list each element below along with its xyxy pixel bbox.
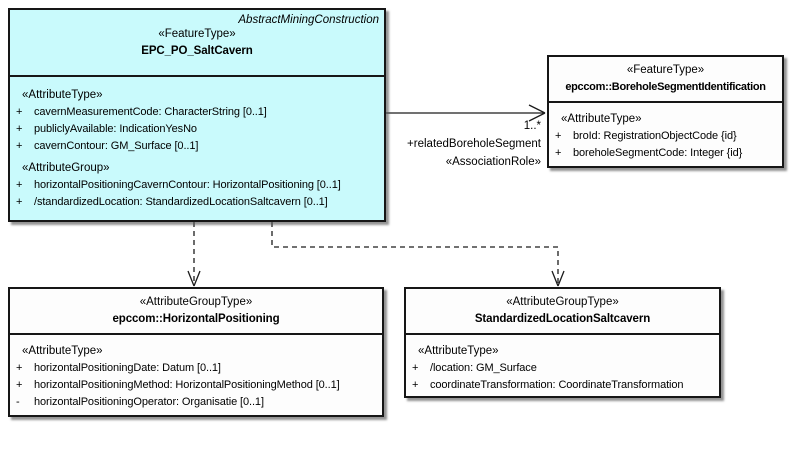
class-header: «AttributeGroupType» StandardizedLocatio… — [406, 289, 719, 335]
attribute-compartment: «AttributeType» + broId: RegistrationObj… — [549, 103, 782, 162]
attribute-type-heading: «AttributeType» — [418, 345, 499, 357]
attribute-text: /standardizedLocation: StandardizedLocat… — [34, 196, 328, 208]
stereotype-label: «AttributeGroupType» — [139, 296, 253, 308]
visibility-marker: + — [16, 379, 23, 391]
attribute-compartment: «AttributeType» + /location: GM_Surface … — [406, 335, 719, 394]
class-name: EPC_PO_SaltCavern — [141, 45, 253, 57]
attribute-text: horizontalPositioningMethod: HorizontalP… — [34, 379, 340, 391]
attribute-type-heading: «AttributeType» — [22, 89, 103, 101]
class-box-epc-po-saltcavern[interactable]: AbstractMiningConstruction «FeatureType»… — [8, 8, 386, 222]
attribute-text: boreholeSegmentCode: Integer {id} — [573, 147, 743, 159]
attribute-row: + broId: RegistrationObjectCode {id} — [549, 128, 782, 145]
visibility-marker: + — [555, 130, 562, 142]
visibility-marker: + — [412, 379, 419, 391]
attribute-text: cavernMeasurementCode: CharacterString [… — [34, 106, 267, 118]
visibility-marker: + — [16, 179, 23, 191]
visibility-marker: + — [16, 140, 23, 152]
attribute-row: + cavernMeasurementCode: CharacterString… — [10, 104, 384, 121]
attribute-type-heading: «AttributeType» — [561, 113, 642, 125]
stereotype-label: «FeatureType» — [158, 28, 236, 40]
class-name: StandardizedLocationSaltcavern — [474, 313, 651, 325]
stereotype-label: «FeatureType» — [626, 64, 705, 76]
attribute-row: - horizontalPositioningOperator: Organis… — [10, 394, 382, 411]
multiplicity-label: 1..* — [523, 120, 541, 132]
class-name: epccom::BoreholeSegmentIdentification — [565, 81, 766, 93]
attribute-text: horizontalPositioningOperator: Organisat… — [34, 396, 264, 408]
association-stereotype-label: «AssociationRole» — [445, 156, 541, 168]
visibility-marker: + — [555, 147, 562, 159]
dependency-standardized-location[interactable] — [271, 222, 565, 287]
attribute-compartment: «AttributeType» + cavernMeasurementCode:… — [10, 77, 384, 211]
open-arrowhead-icon — [551, 270, 565, 287]
visibility-marker: + — [16, 196, 23, 208]
attribute-text: /location: GM_Surface — [430, 362, 537, 374]
attribute-group-heading: «AttributeGroup» — [22, 162, 110, 174]
visibility-marker: + — [16, 123, 23, 135]
attribute-row: + boreholeSegmentCode: Integer {id} — [549, 145, 782, 162]
visibility-marker: - — [16, 396, 20, 408]
attribute-row: + cavernContour: GM_Surface [0..1] — [10, 138, 384, 155]
class-box-standardized-location-saltcavern[interactable]: «AttributeGroupType» StandardizedLocatio… — [404, 287, 721, 398]
visibility-marker: + — [412, 362, 419, 374]
class-header: «AttributeGroupType» epccom::HorizontalP… — [10, 289, 382, 335]
attribute-row: + /location: GM_Surface — [406, 360, 719, 377]
attribute-row: + /standardizedLocation: StandardizedLoc… — [10, 194, 384, 211]
attribute-row: + horizontalPositioningMethod: Horizonta… — [10, 377, 382, 394]
attribute-text: horizontalPositioningDate: Datum [0..1] — [34, 362, 221, 374]
open-arrowhead-icon — [187, 270, 201, 287]
role-label: +relatedBoreholeSegment — [407, 138, 541, 150]
class-box-horizontal-positioning[interactable]: «AttributeGroupType» epccom::HorizontalP… — [8, 287, 384, 417]
dependency-horizontal-positioning[interactable] — [187, 222, 201, 287]
association-labels: 1..* +relatedBoreholeSegment «Associatio… — [340, 117, 541, 171]
attribute-row: + publiclyAvailable: IndicationYesNo — [10, 121, 384, 138]
class-header: AbstractMiningConstruction «FeatureType»… — [10, 10, 384, 77]
attribute-type-heading: «AttributeType» — [22, 345, 103, 357]
attribute-row: + coordinateTransformation: CoordinateTr… — [406, 377, 719, 394]
attribute-text: coordinateTransformation: CoordinateTran… — [430, 379, 684, 391]
attribute-text: horizontalPositioningCavernContour: Hori… — [34, 179, 341, 191]
attribute-compartment: «AttributeType» + horizontalPositioningD… — [10, 335, 382, 411]
attribute-text: cavernContour: GM_Surface [0..1] — [34, 140, 199, 152]
class-name: epccom::HorizontalPositioning — [112, 313, 280, 325]
visibility-marker: + — [16, 106, 23, 118]
attribute-text: publiclyAvailable: IndicationYesNo — [34, 123, 197, 135]
attribute-row: + horizontalPositioningCavernContour: Ho… — [10, 177, 384, 194]
class-box-borehole-segment-identification[interactable]: «FeatureType» epccom::BoreholeSegmentIde… — [547, 55, 784, 168]
parent-classifier-label: AbstractMiningConstruction — [238, 14, 379, 26]
class-header: «FeatureType» epccom::BoreholeSegmentIde… — [549, 57, 782, 103]
visibility-marker: + — [16, 362, 23, 374]
attribute-text: broId: RegistrationObjectCode {id} — [573, 130, 737, 142]
attribute-row: + horizontalPositioningDate: Datum [0..1… — [10, 360, 382, 377]
stereotype-label: «AttributeGroupType» — [506, 296, 619, 308]
